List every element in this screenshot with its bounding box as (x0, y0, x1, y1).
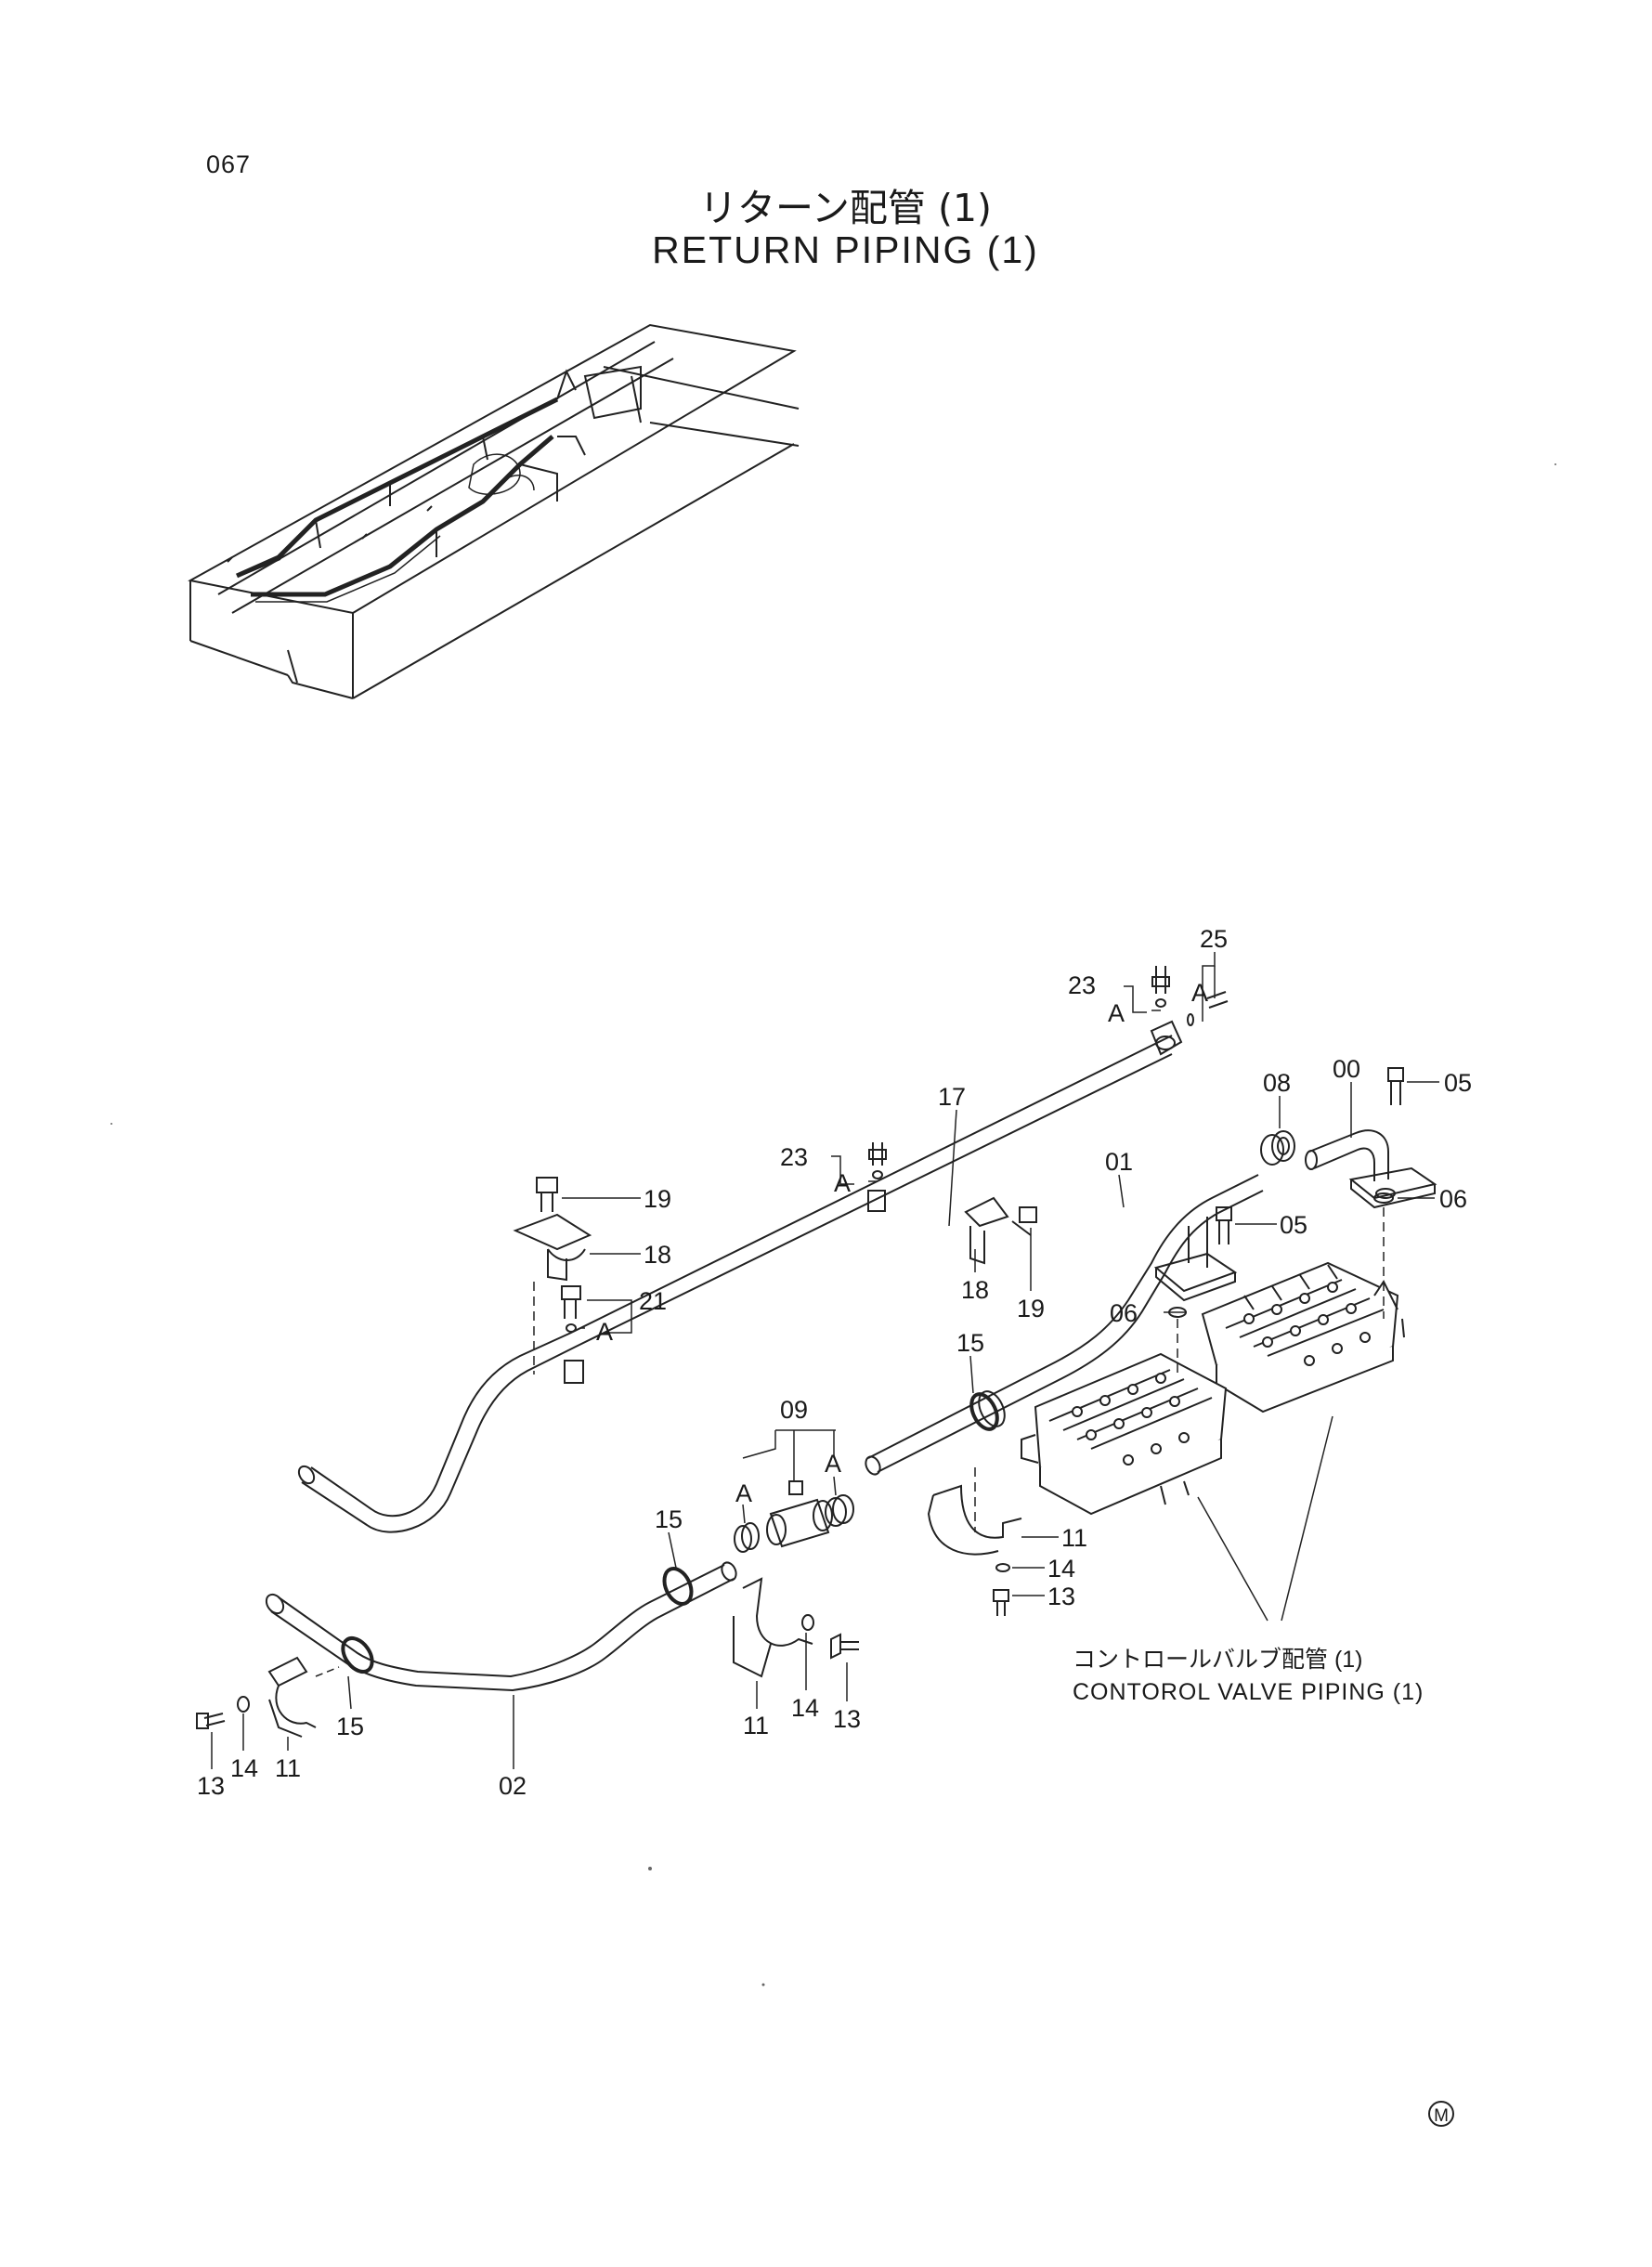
callout-25: 25 (1200, 925, 1228, 953)
clamp-11-right (927, 1484, 1022, 1616)
callout-11-right: 11 (1061, 1524, 1087, 1552)
callout-06-mid: 06 (1110, 1299, 1138, 1327)
control-valve-piping-reference: コントロールバルブ配管 (1) CONTOROL VALVE PIPING (1… (1073, 1647, 1424, 1705)
reference-label-english: CONTOROL VALVE PIPING (1) (1073, 1679, 1424, 1705)
return-pipe-02 (265, 1561, 737, 1692)
callout-13-right: 13 (1047, 1583, 1075, 1610)
leader-lines (211, 952, 1439, 1769)
callout-13-mid: 13 (833, 1705, 861, 1733)
callout-08: 08 (1263, 1069, 1291, 1097)
return-pipe-17 (297, 1020, 1183, 1533)
callout-23-top: 23 (1068, 971, 1096, 999)
callout-11-mid: 11 (743, 1712, 769, 1739)
callout-18-mid: 18 (961, 1276, 989, 1304)
mark-a-09-right: A (825, 1450, 841, 1478)
callout-14-right: 14 (1047, 1555, 1075, 1583)
sub-assembly-marks: A A A A A A (596, 979, 1208, 1507)
callout-00: 00 (1333, 1055, 1360, 1083)
callout-05-top: 05 (1444, 1069, 1472, 1097)
part-callouts: 25 23 00 05 08 17 23 01 06 19 18 05 18 1… (197, 925, 1472, 1800)
mark-a-23-top: A (1108, 999, 1125, 1027)
callout-02: 02 (499, 1772, 527, 1800)
callout-15-right: 15 (956, 1329, 984, 1357)
callout-15-left: 15 (336, 1713, 364, 1740)
circled-m-letter: M (1434, 2106, 1449, 2126)
mark-a-21: A (596, 1318, 613, 1346)
callout-01: 01 (1105, 1148, 1133, 1176)
callout-17: 17 (938, 1083, 966, 1111)
page-number: 067 (206, 150, 252, 178)
callout-15-mid: 15 (655, 1505, 683, 1533)
callout-19-left: 19 (644, 1185, 671, 1213)
control-valve-block-upper (1201, 1261, 1405, 1414)
elbow-00 (1305, 1129, 1437, 1209)
page-title-english: RETURN PIPING (1) (652, 228, 1039, 271)
seal-08 (1260, 1130, 1295, 1166)
callout-23-mid: 23 (780, 1143, 808, 1171)
callout-14-left: 14 (230, 1754, 258, 1782)
callout-21: 21 (639, 1287, 667, 1315)
circled-m-mark: M (1428, 2101, 1454, 2127)
mark-a-09-left: A (735, 1479, 752, 1507)
callout-18-left: 18 (644, 1241, 671, 1269)
callout-06-right: 06 (1439, 1185, 1467, 1213)
callout-19-mid: 19 (1017, 1295, 1045, 1322)
clamp-11-mid (733, 1577, 859, 1678)
callout-13-left: 13 (197, 1772, 225, 1800)
fittings-and-bolts (513, 966, 1404, 1333)
callout-11-left: 11 (275, 1754, 301, 1782)
callout-05-mid: 05 (1280, 1211, 1307, 1239)
control-valve-block-lower (1021, 1352, 1228, 1516)
reference-label-japanese: コントロールバルブ配管 (1) (1073, 1647, 1363, 1673)
page-title-japanese: リターン配管 (1) (698, 186, 993, 230)
scan-specks (111, 463, 1556, 1987)
mark-a-25: A (1191, 979, 1208, 1007)
mark-a-23-mid: A (834, 1169, 851, 1197)
return-pipe-01 (865, 1174, 1264, 1476)
callout-14-mid: 14 (791, 1694, 819, 1722)
clamp-11-left (196, 1656, 317, 1738)
coupling-09 (734, 1480, 854, 1553)
callout-09: 09 (780, 1396, 808, 1424)
overview-frame-illustration (188, 323, 800, 699)
